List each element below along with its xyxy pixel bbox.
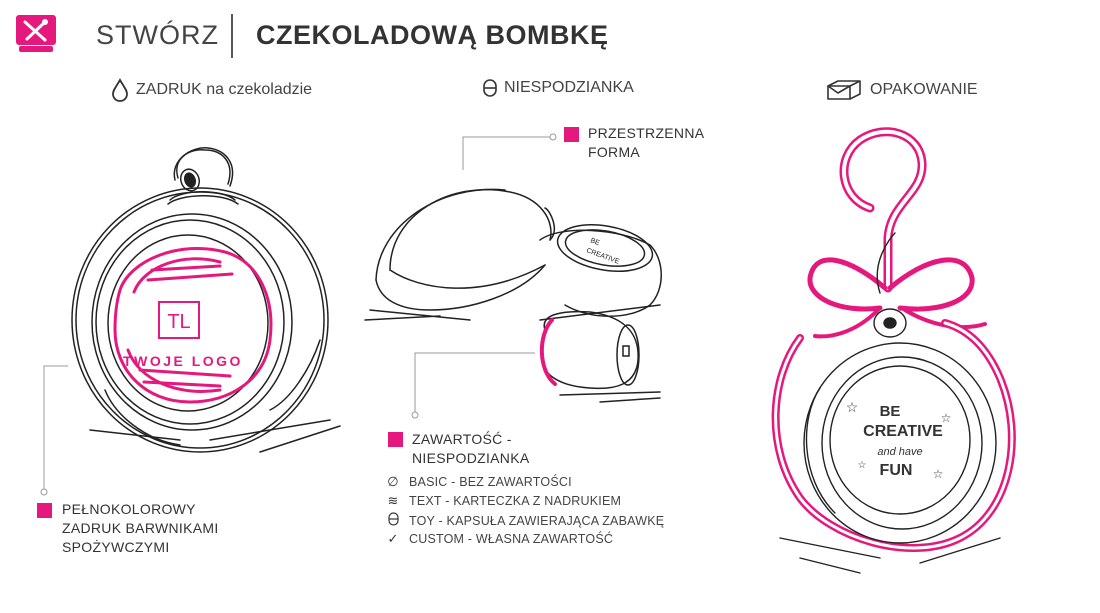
- empty-set-icon: ∅: [387, 474, 399, 489]
- title-divider: [231, 14, 233, 58]
- content-callout-marker: [388, 432, 403, 447]
- content-callout: ZAWARTOŚĆ - NIESPODZIANKA: [412, 430, 529, 468]
- form-callout-line: [462, 133, 557, 170]
- section-header-print: ZADRUK na czekoladzie: [110, 78, 312, 102]
- content-callout-line-2: NIESPODZIANKA: [412, 450, 530, 466]
- section-title-print: ZADRUK na czekoladzie: [136, 81, 313, 98]
- box-icon: [827, 80, 861, 100]
- open-bauble-illustration: BE CREATIVE: [364, 188, 662, 403]
- print-callout-line-1: PEŁNOKOLOROWY: [62, 501, 196, 517]
- wave-text-icon: ≋: [387, 493, 399, 508]
- section-title-packaging: OPAKOWANIE: [870, 81, 978, 98]
- form-callout: PRZESTRZENNA FORMA: [588, 124, 704, 162]
- packaged-bauble-illustration: BE CREATIVE and have FUN ☆ ☆ ☆ ☆: [771, 127, 1016, 574]
- section-header-packaging: OPAKOWANIE: [824, 78, 978, 102]
- form-callout-line-2: FORMA: [588, 144, 641, 160]
- star-icon: ☆: [941, 411, 952, 425]
- brand-logo: [15, 14, 57, 54]
- option-toy-label: TOY - KAPSUŁA ZAWIERAJĄCA ZABAWKĘ: [409, 513, 665, 528]
- print-callout-line-2: ZADRUK BARWNIKAMI: [62, 520, 219, 536]
- print-callout-line-3: SPOŻYWCZYMI: [62, 539, 170, 555]
- section-title-surprise: NIESPODZIANKA: [504, 79, 634, 96]
- capsule-icon: [483, 79, 497, 97]
- check-icon: ✓: [387, 531, 399, 546]
- option-basic-label: BASIC - BEZ ZAWARTOŚCI: [409, 475, 572, 489]
- star-icon: ☆: [858, 460, 867, 471]
- form-callout-marker: [564, 127, 579, 142]
- pack-print-line-3: and have: [877, 446, 922, 458]
- svg-text:BE: BE: [589, 237, 600, 247]
- form-callout-line-1: PRZESTRZENNA: [588, 125, 705, 141]
- tools-icon: [16, 15, 56, 52]
- capsule-icon: [386, 512, 400, 529]
- option-text-label: TEXT - KARTECZKA Z NADRUKIEM: [409, 494, 622, 508]
- star-icon: ☆: [846, 399, 859, 415]
- option-custom: ✓ CUSTOM - WŁASNA ZAWARTOŚĆ: [386, 531, 613, 547]
- pack-print-line-4: FUN: [880, 462, 913, 479]
- page-title-prefix: STWÓRZ: [96, 20, 219, 50]
- pack-print-line-1: BE: [880, 403, 901, 420]
- print-callout-line: [40, 365, 68, 496]
- svg-text:CREATIVE: CREATIVE: [585, 247, 620, 265]
- print-callout-marker: [37, 503, 52, 518]
- star-icon: ☆: [933, 467, 944, 481]
- logo-text: TWOJE LOGO: [123, 353, 243, 369]
- printed-bauble-illustration: TL TWOJE LOGO: [71, 147, 341, 453]
- logo-mark: TL: [167, 311, 190, 333]
- logo-frame: [158, 301, 200, 339]
- pack-print-line-2: CREATIVE: [863, 423, 943, 440]
- option-text: ≋ TEXT - KARTECZKA Z NADRUKIEM: [386, 493, 621, 509]
- section-header-surprise: NIESPODZIANKA: [482, 78, 634, 98]
- option-toy: TOY - KAPSUŁA ZAWIERAJĄCA ZABAWKĘ: [386, 512, 664, 529]
- print-callout: PEŁNOKOLOROWY ZADRUK BARWNIKAMI SPOŻYWCZ…: [62, 500, 219, 557]
- content-callout-line: [411, 352, 535, 419]
- option-basic: ∅ BASIC - BEZ ZAWARTOŚCI: [386, 474, 572, 490]
- option-custom-label: CUSTOM - WŁASNA ZAWARTOŚĆ: [409, 532, 614, 546]
- page-title: CZEKOLADOWĄ BOMBKĘ: [256, 20, 609, 50]
- drop-icon: [112, 78, 128, 102]
- content-callout-line-1: ZAWARTOŚĆ -: [412, 431, 512, 447]
